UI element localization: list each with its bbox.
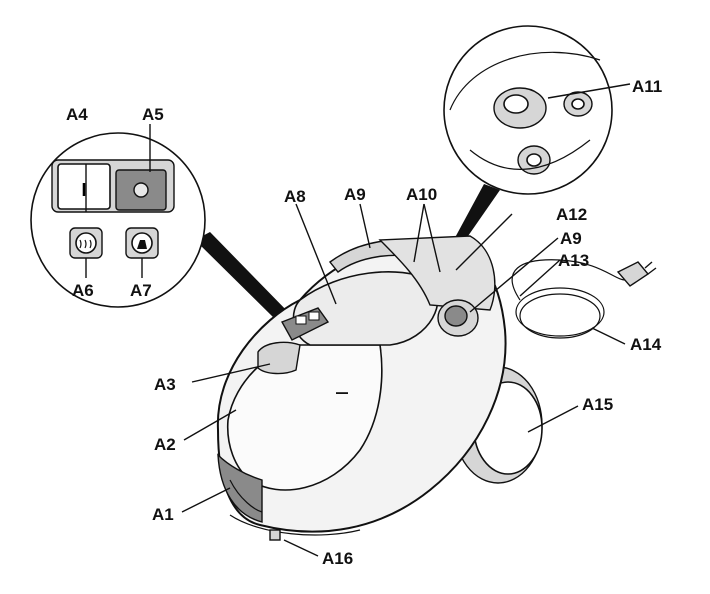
- label-a9-right: A9: [560, 229, 582, 248]
- label-a14: A14: [630, 335, 662, 354]
- part-labels: A4 A5 A6 A7 A8 A9 A10 A11 A12 A9 A13 A14…: [66, 77, 662, 568]
- callout-rim: [449, 51, 601, 111]
- main-power-switch: [57, 163, 111, 210]
- switch-off-symbol-icon: [133, 182, 149, 198]
- heat-waves-icon: [79, 239, 92, 249]
- rear-boiler-top: [378, 235, 496, 311]
- label-a2: A2: [154, 435, 176, 454]
- kettle-icon: [137, 240, 147, 249]
- power-cord-coil: [515, 287, 605, 337]
- label-a9-top: A9: [344, 185, 366, 204]
- label-a7: A7: [130, 281, 152, 300]
- accessory-compartment: [257, 341, 301, 375]
- leader-a3: [191, 363, 271, 383]
- leader-a9-right: [469, 237, 559, 313]
- label-a5: A5: [142, 105, 164, 124]
- leader-a15: [527, 405, 579, 433]
- leader-a1: [181, 487, 231, 513]
- label-a15: A15: [582, 395, 613, 414]
- switch-on-symbol: I: [81, 180, 86, 200]
- label-a6: A6: [72, 281, 94, 300]
- label-a11: A11: [632, 77, 662, 96]
- leader-a11: [547, 83, 631, 99]
- leader-a2: [183, 409, 237, 441]
- switch-callout-circle: [30, 132, 206, 308]
- base-skirt: [229, 514, 361, 536]
- label-a4: A4: [66, 105, 88, 124]
- leader-a16: [283, 539, 319, 557]
- leader-a10-left: [413, 203, 425, 263]
- leader-a8: [295, 203, 337, 305]
- label-a1: A1: [152, 505, 174, 524]
- leader-a13: [519, 259, 561, 297]
- leader-a14: [591, 327, 626, 345]
- switch-panel-callout: I: [30, 124, 292, 322]
- leader-lines: [181, 203, 626, 557]
- callout-edge: [469, 139, 591, 170]
- label-a10: A10: [406, 185, 437, 204]
- callout-pointer-left: [195, 232, 292, 322]
- steam-outlet-rear-hole: [571, 98, 585, 110]
- steam-cleaner-body: ▬▬: [216, 235, 657, 541]
- steam-outlet-front-hole: [526, 153, 542, 167]
- label-a12: A12: [556, 205, 587, 224]
- label-a8: A8: [284, 187, 306, 206]
- filler-cap-top: [503, 94, 529, 114]
- front-caster: [269, 529, 281, 541]
- brand-logo: ▬▬: [336, 390, 348, 396]
- label-a13: A13: [558, 251, 589, 270]
- leader-a10-right: [423, 203, 441, 273]
- boiler-callout: [443, 25, 631, 262]
- label-a16: A16: [322, 549, 353, 568]
- leader-a12: [455, 213, 513, 271]
- power-plug: [616, 261, 650, 287]
- label-a3: A3: [154, 375, 176, 394]
- leader-a9-top: [359, 203, 371, 249]
